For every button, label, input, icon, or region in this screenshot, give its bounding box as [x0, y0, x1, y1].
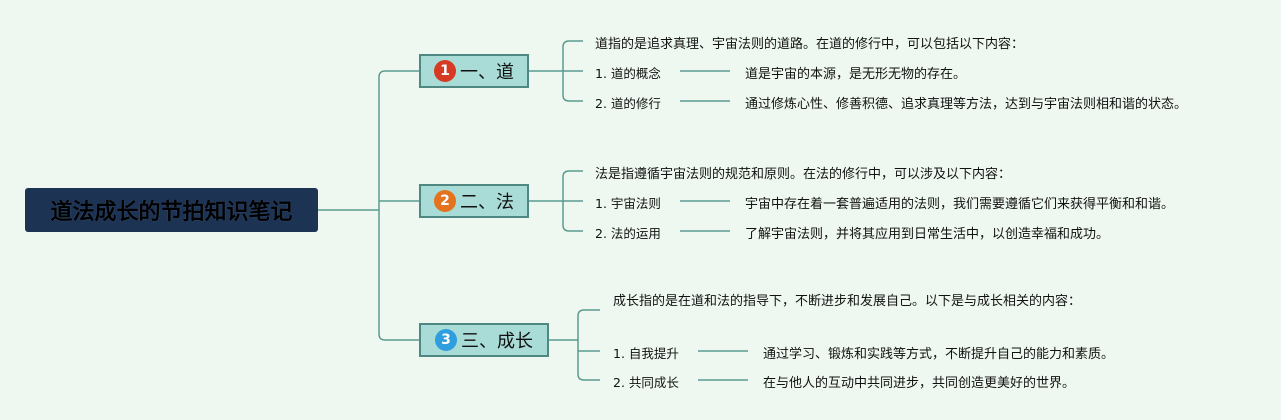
branch-intro: 道指的是追求真理、宇宙法则的道路。在道的修行中，可以包括以下内容： [595, 37, 1025, 52]
number-badge-1: 1 [434, 60, 456, 82]
item-desc: 宇宙中存在着一套普遍适用的法则，我们需要遵循它们来获得平衡和和谐。 [745, 197, 1175, 212]
item-label[interactable]: 1. 宇宙法则 [595, 196, 661, 211]
branch-node-dao[interactable]: 1 一、道 [419, 54, 529, 88]
branch-node-fa[interactable]: 2 二、法 [419, 184, 529, 218]
item-desc: 在与他人的互动中共同进步，共同创造更美好的世界。 [763, 376, 1076, 391]
branch-intro: 成长指的是在道和法的指导下，不断进步和发展自己。以下是与成长相关的内容： [613, 294, 1082, 309]
number-badge-3: 3 [435, 329, 457, 351]
item-desc: 了解宇宙法则，并将其应用到日常生活中，以创造幸福和成功。 [745, 227, 1110, 242]
item-label[interactable]: 1. 自我提升 [613, 346, 679, 361]
branch-label: 一、道 [460, 62, 514, 83]
item-label[interactable]: 1. 道的概念 [595, 66, 661, 81]
branch-intro: 法是指遵循宇宙法则的规范和原则。在法的修行中，可以涉及以下内容： [595, 167, 1012, 182]
branch-label: 二、法 [460, 192, 514, 213]
item-desc: 道是宇宙的本源，是无形无物的存在。 [745, 67, 967, 82]
item-desc: 通过修炼心性、修善积德、追求真理等方法，达到与宇宙法则相和谐的状态。 [745, 97, 1188, 112]
root-label: 道法成长的节拍知识笔记 [50, 200, 293, 225]
number-badge-2: 2 [434, 190, 456, 212]
branch-node-chengzhang[interactable]: 3 三、成长 [419, 323, 549, 357]
item-label[interactable]: 2. 道的修行 [595, 96, 661, 111]
item-label[interactable]: 2. 法的运用 [595, 226, 661, 241]
root-node[interactable]: 道法成长的节拍知识笔记 [25, 188, 318, 232]
item-desc: 通过学习、锻炼和实践等方式，不断提升自己的能力和素质。 [763, 347, 1115, 362]
branch-label: 三、成长 [461, 331, 533, 352]
item-label[interactable]: 2. 共同成长 [613, 375, 679, 390]
